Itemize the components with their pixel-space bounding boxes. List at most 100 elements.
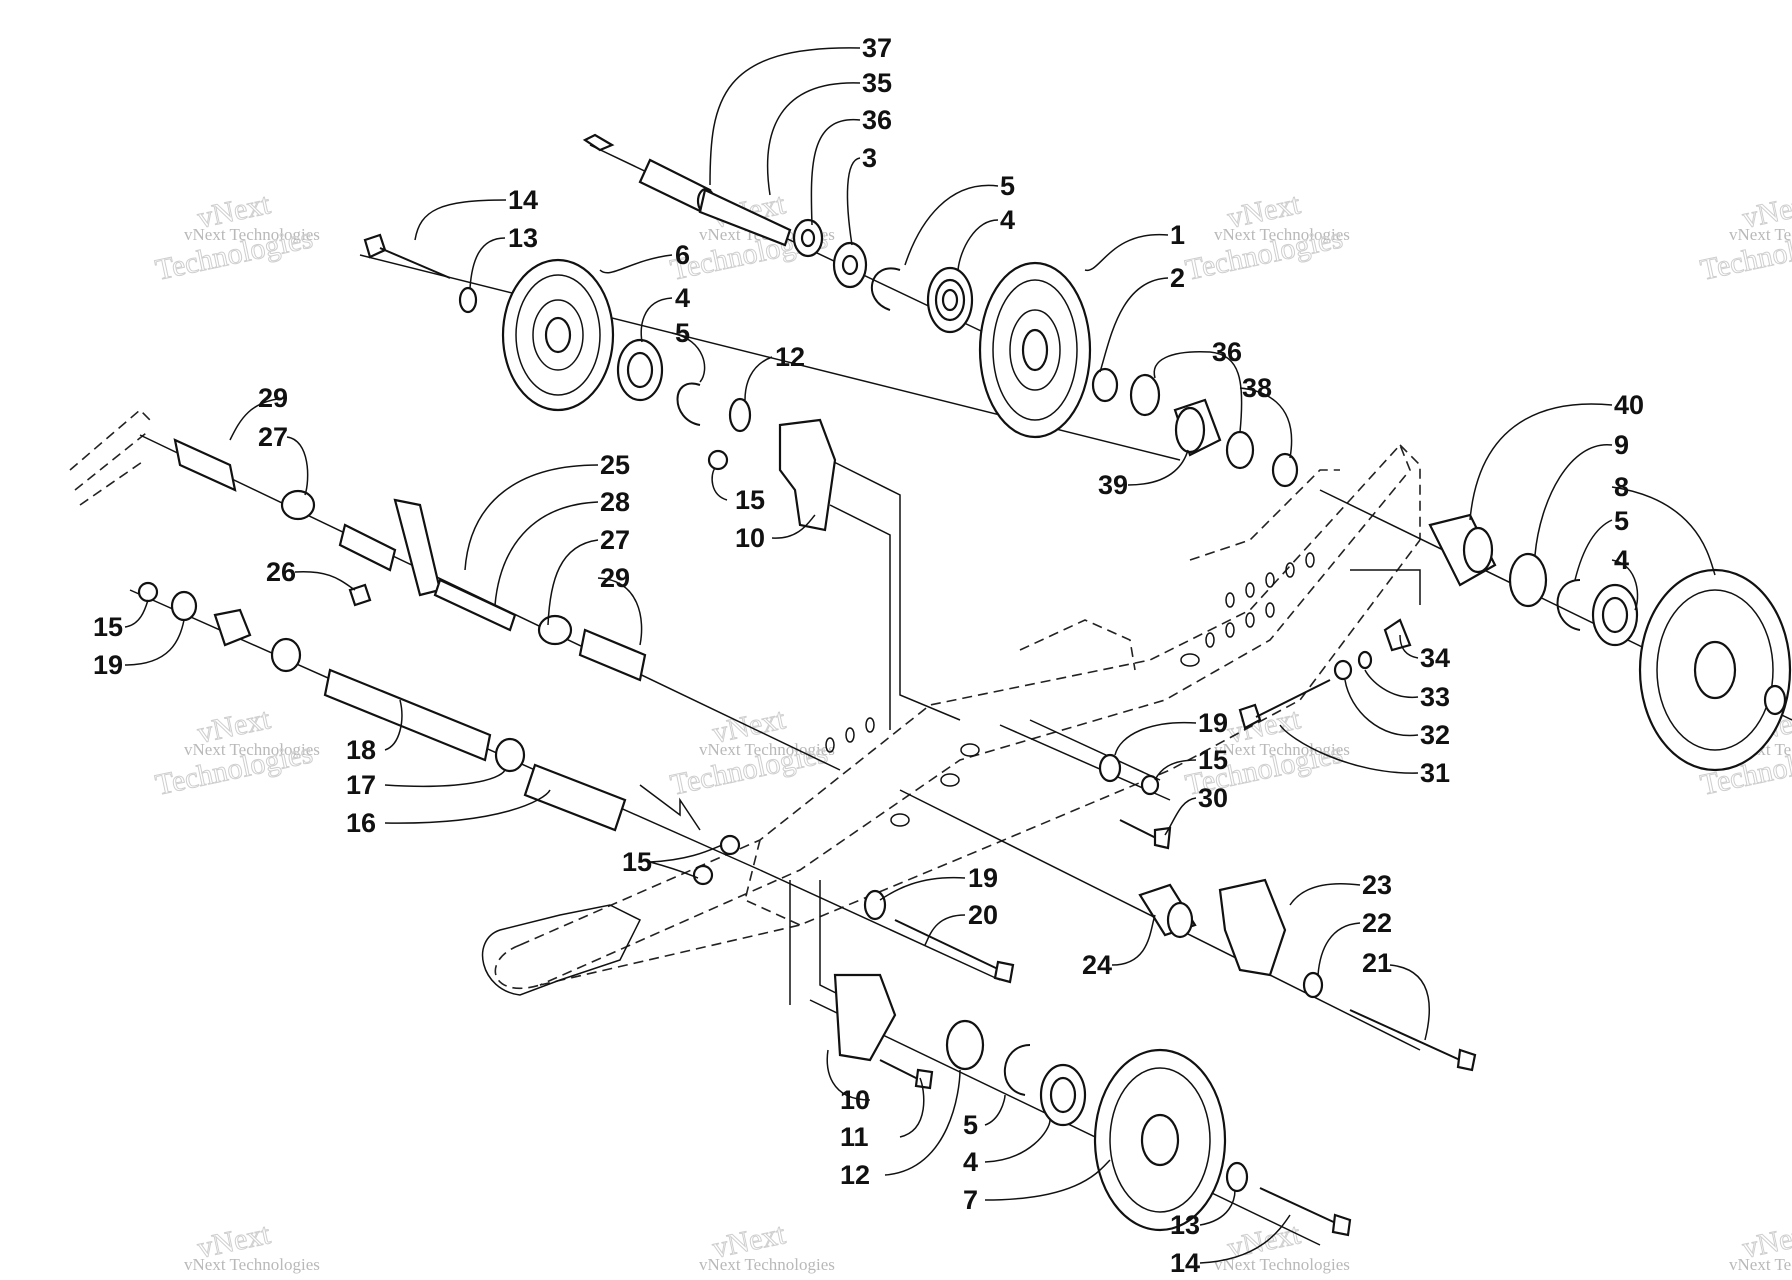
callout-15: 15	[93, 612, 123, 642]
shaft	[433, 578, 517, 632]
nut	[1333, 659, 1353, 681]
spacer-bushing	[1508, 552, 1548, 608]
svg-text:vNext Technologies: vNext Technologies	[184, 225, 320, 244]
callout-5: 5	[675, 318, 690, 348]
callout-27: 27	[258, 422, 288, 452]
callout-33: 33	[1420, 682, 1450, 712]
callout-25: 25	[600, 450, 630, 480]
callout-20: 20	[968, 900, 998, 930]
callout-8: 8	[1614, 472, 1629, 502]
parts	[137, 133, 1792, 1237]
washer	[863, 889, 887, 921]
callout-12: 12	[840, 1160, 870, 1190]
callout-36: 36	[862, 105, 892, 135]
spacer-tube	[578, 628, 647, 682]
callout-6: 6	[675, 240, 690, 270]
spacer-bushing	[1138, 883, 1197, 939]
spacer-bushing	[1129, 373, 1161, 417]
nut	[137, 581, 159, 603]
washer	[270, 637, 302, 673]
callout-15: 15	[735, 485, 765, 515]
callout-37: 37	[862, 33, 892, 63]
watermark: vNext vNext Technologies Technologies	[152, 187, 320, 288]
spacer	[1383, 618, 1412, 652]
washer	[1302, 971, 1324, 999]
idler-wheel	[501, 258, 615, 412]
nut	[707, 449, 729, 471]
callout-5: 5	[1000, 171, 1015, 201]
idler-wheel	[978, 261, 1092, 439]
bearing	[926, 266, 974, 334]
rail-holes	[825, 552, 1315, 827]
bearing	[1591, 583, 1639, 647]
watermark: vNext vNext Technologies Technologies	[667, 702, 835, 803]
washer	[494, 737, 526, 773]
washer	[170, 590, 198, 622]
snap-ring	[1003, 1044, 1031, 1096]
callout-4: 4	[1614, 545, 1629, 575]
idler-wheel	[1638, 568, 1792, 772]
spacer-bushing	[792, 218, 824, 258]
bolt	[1259, 1187, 1352, 1237]
callout-21: 21	[1362, 948, 1392, 978]
shaft	[323, 668, 492, 762]
callout-39: 39	[1098, 470, 1128, 500]
shaft	[338, 523, 397, 572]
spacer-bushing	[1173, 398, 1222, 457]
svg-text:vNext Technologies: vNext Technologies	[184, 1255, 320, 1274]
idler-wheel	[1093, 1048, 1227, 1232]
sleeve	[523, 763, 627, 832]
callout-36: 36	[1212, 337, 1242, 367]
bracket	[833, 973, 897, 1062]
callout-14: 14	[508, 185, 538, 215]
callout-3: 3	[862, 143, 877, 173]
callout-19: 19	[93, 650, 123, 680]
callout-14: 14	[1170, 1248, 1200, 1278]
snap-ring	[1556, 579, 1581, 631]
watermark: vNext vNext Technologies	[1729, 1217, 1792, 1274]
nut	[1140, 774, 1160, 796]
spacer-bushing	[832, 241, 868, 289]
svg-text:vNext Technologies: vNext Technologies	[699, 740, 835, 759]
watermark: vNext vNext Technologies Technologies	[1697, 187, 1792, 288]
spacer-bushing	[1428, 513, 1497, 587]
bracket	[1218, 878, 1287, 977]
spacer-tube	[173, 438, 237, 492]
callout-10: 10	[735, 523, 765, 553]
nut	[692, 864, 714, 886]
callout-26: 26	[266, 557, 296, 587]
callout-18: 18	[346, 735, 376, 765]
bolt	[363, 233, 451, 279]
svg-text:vNext Technologies: vNext Technologies	[1214, 1255, 1350, 1274]
callout-15: 15	[622, 847, 652, 877]
upper-shaft	[582, 133, 792, 247]
callout-24: 24	[1082, 950, 1112, 980]
washer	[1225, 1161, 1249, 1193]
callout-15: 15	[1198, 745, 1228, 775]
watermark: vNext vNext Technologies Technologies	[1182, 187, 1350, 288]
spacer	[537, 614, 573, 646]
snap-ring	[676, 382, 701, 426]
callout-11: 11	[840, 1122, 869, 1152]
washer	[458, 286, 478, 314]
bolt	[879, 1059, 934, 1090]
spacer-bushing	[1225, 430, 1255, 470]
pivot-arm	[393, 498, 442, 597]
callout-1: 1	[1170, 220, 1185, 250]
spacer	[280, 489, 316, 521]
svg-text:vNext Technologies: vNext Technologies	[699, 1255, 835, 1274]
callout-7: 7	[963, 1185, 978, 1215]
callout-28: 28	[600, 487, 630, 517]
bracket	[778, 418, 837, 532]
callout-23: 23	[1362, 870, 1392, 900]
svg-text:vNext Technologies: vNext Technologies	[1214, 740, 1350, 759]
callout-31: 31	[1420, 758, 1450, 788]
callout-19: 19	[1198, 708, 1228, 738]
callout-13: 13	[1170, 1210, 1200, 1240]
washer	[1098, 753, 1122, 783]
watermark: vNext vNext Technologies	[184, 1217, 320, 1274]
callout-38: 38	[1242, 373, 1272, 403]
bolt	[1349, 1009, 1477, 1072]
callout-19: 19	[968, 863, 998, 893]
